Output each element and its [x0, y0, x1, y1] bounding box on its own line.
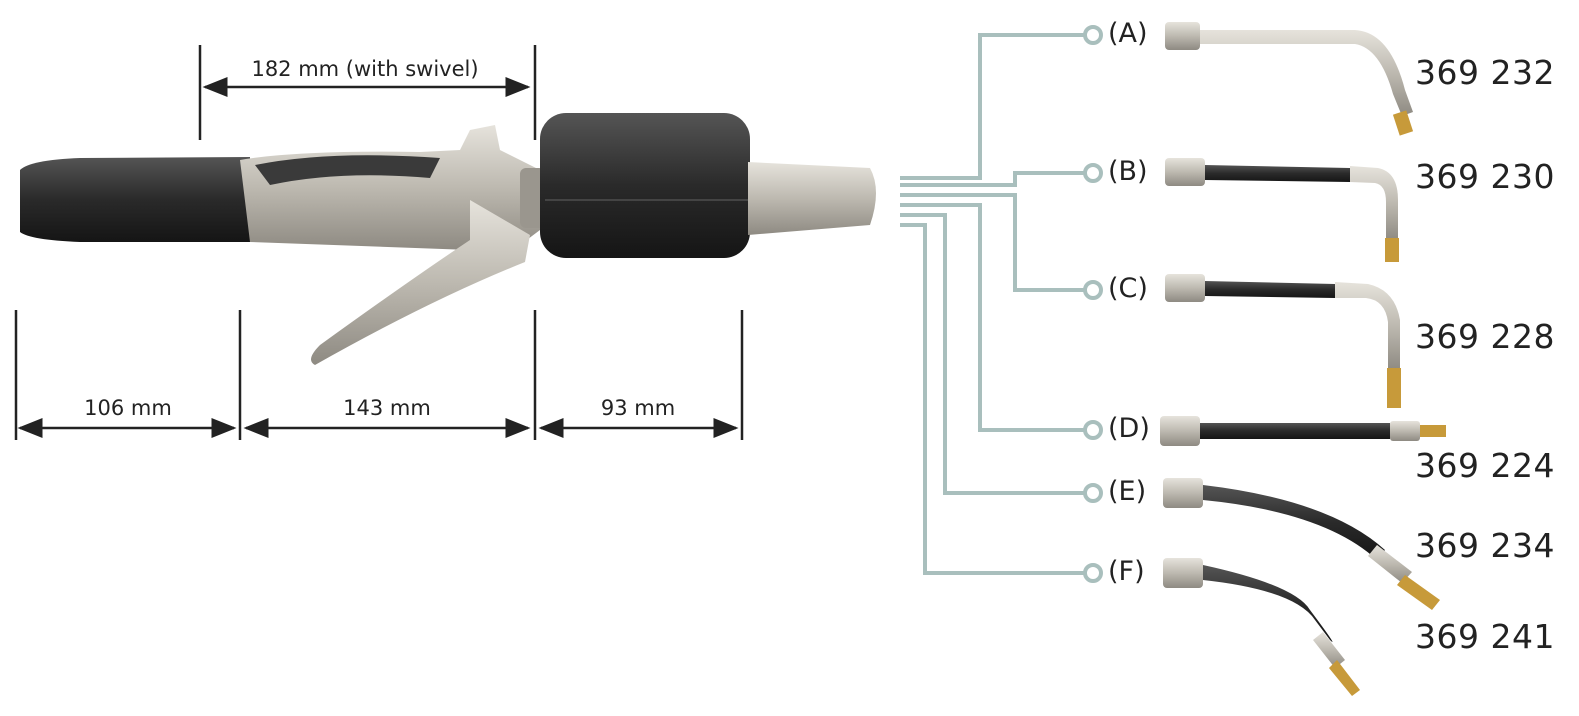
- option-label-a: (A): [1108, 18, 1148, 49]
- extension-d: [1160, 416, 1446, 446]
- connector-lines: [900, 33, 1085, 575]
- meter-housing: [540, 113, 750, 258]
- nozzle-outlet: [748, 162, 876, 235]
- connector-circles: [1083, 25, 1103, 583]
- connector-d: [1083, 420, 1103, 440]
- dimension-handle-rear: 106 mm: [84, 396, 172, 420]
- connector-f: [1083, 563, 1103, 583]
- connector-b: [1083, 163, 1103, 183]
- option-label-d: (D): [1108, 413, 1150, 444]
- dimension-lines: [14, 45, 744, 440]
- option-label-b: (B): [1108, 156, 1148, 187]
- part-number-d: 369 224: [1415, 446, 1555, 485]
- option-label-c: (C): [1108, 273, 1148, 304]
- extension-e: [1163, 478, 1440, 610]
- extension-a: [1165, 22, 1414, 136]
- dimension-handle-mid: 143 mm: [343, 396, 431, 420]
- connector-a: [1083, 25, 1103, 45]
- part-number-f: 369 241: [1415, 617, 1555, 656]
- handle-body: [240, 125, 540, 250]
- option-label-f: (F): [1108, 556, 1145, 587]
- part-number-a: 369 232: [1415, 53, 1555, 92]
- extension-f: [1163, 558, 1360, 696]
- extension-b: [1165, 158, 1399, 262]
- trigger-lever: [311, 200, 530, 365]
- part-number-e: 369 234: [1415, 526, 1555, 565]
- dimension-swivel: 182 mm (with swivel): [251, 57, 479, 81]
- extension-c: [1165, 274, 1401, 408]
- oil-control-gun: [20, 113, 876, 365]
- part-number-b: 369 230: [1415, 157, 1555, 196]
- connector-c: [1083, 280, 1103, 300]
- rubber-grip: [20, 157, 250, 242]
- swivel: [520, 168, 545, 228]
- connector-e: [1083, 483, 1103, 503]
- handle-grip-insert: [255, 155, 440, 185]
- option-label-e: (E): [1108, 476, 1147, 507]
- dimension-meter: 93 mm: [600, 396, 676, 420]
- part-number-c: 369 228: [1415, 317, 1555, 356]
